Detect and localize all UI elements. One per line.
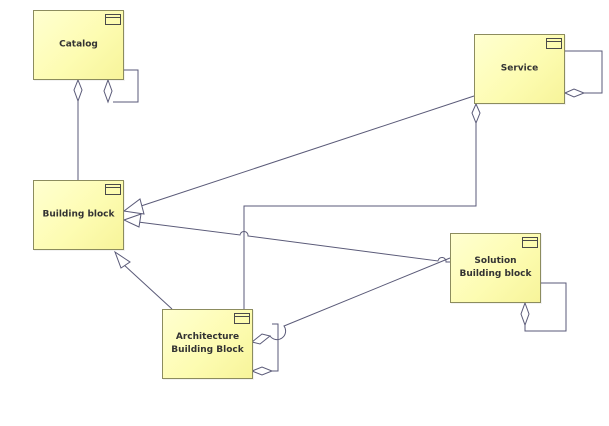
- aggregation-diamond-service-abb: [471, 102, 481, 125]
- aggregation-diamond-catalog-self: [103, 78, 113, 104]
- aggregation-diamond-catalog-bb: [73, 78, 83, 103]
- connector-abb-building-block[interactable]: [122, 263, 173, 310]
- class-node-service[interactable]: Service: [474, 34, 565, 104]
- node-label-solution-building-block: Solution Building block: [459, 256, 532, 279]
- aggregation-diamond-abb-sbb: [250, 333, 272, 345]
- connector-catalog-self[interactable]: [113, 69, 139, 103]
- class-node-building-block[interactable]: Building block: [33, 180, 124, 250]
- connector-service-abb[interactable]: [243, 123, 477, 309]
- node-label-service: Service: [500, 63, 539, 74]
- node-label-building-block: Building block: [42, 209, 115, 220]
- aggregation-diamond-sbb-self: [520, 301, 530, 327]
- connector-abb-sbb[interactable]: [269, 257, 451, 341]
- node-label-architecture-building-block: Architecture Building Block: [171, 332, 244, 355]
- class-icon: [522, 237, 538, 248]
- generalization-arrowhead-sbb: [122, 213, 142, 228]
- connector-service-self[interactable]: [565, 50, 603, 94]
- connector-service-building-block[interactable]: [137, 95, 475, 208]
- generalization-arrowhead-abb: [113, 250, 131, 269]
- generalization-arrowhead-service: [122, 198, 145, 215]
- aggregation-diamond-service-self: [563, 88, 586, 98]
- connector-abb-self[interactable]: [272, 323, 279, 372]
- class-icon: [234, 313, 250, 324]
- class-node-solution-building-block[interactable]: Solution Building block: [450, 233, 541, 303]
- class-icon: [546, 38, 562, 49]
- connector-sbb-self[interactable]: [524, 282, 567, 332]
- node-label-catalog: Catalog: [59, 39, 98, 50]
- class-node-catalog[interactable]: Catalog: [33, 10, 124, 80]
- class-icon: [105, 14, 121, 25]
- class-icon: [105, 184, 121, 195]
- aggregation-diamond-abb-self: [250, 366, 274, 376]
- connector-sbb-building-block[interactable]: [137, 221, 450, 263]
- class-node-architecture-building-block[interactable]: Architecture Building Block: [162, 309, 253, 379]
